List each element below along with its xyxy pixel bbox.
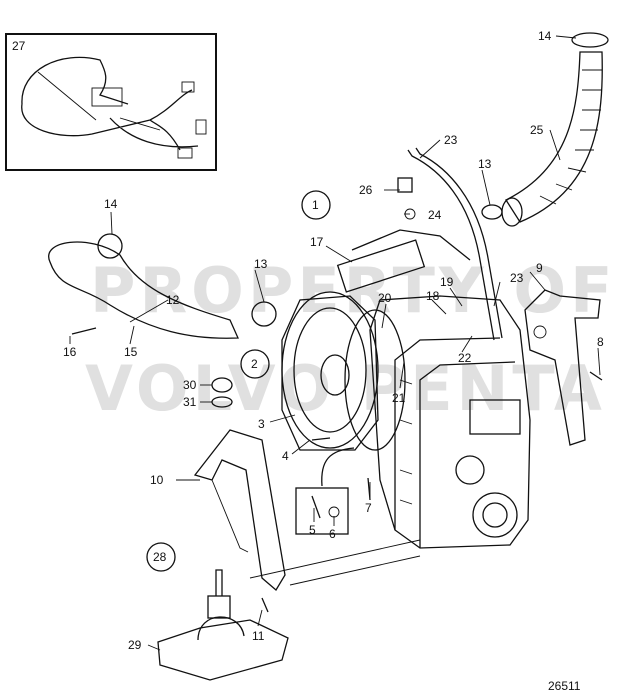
callout-29: 29 [128, 638, 142, 652]
callout-18: 18 [426, 289, 440, 303]
callout-26: 26 [359, 183, 373, 197]
callout-3: 3 [258, 417, 265, 431]
group-label-28: 28 [153, 550, 167, 564]
callout-24: 24 [428, 208, 442, 222]
callout-23-top: 23 [444, 133, 458, 147]
watermark-line-2: VOLVO PENTA [85, 352, 606, 425]
group-labels: 1 2 28 [146, 190, 331, 572]
callout-9: 9 [536, 261, 543, 275]
callout-14-left: 14 [104, 197, 118, 211]
callout-15: 15 [124, 345, 138, 359]
group-label-2: 2 [251, 357, 258, 371]
watermark: PROPERTY OF VOLVO PENTA [85, 254, 612, 425]
group-circle-1 [301, 190, 331, 220]
callout-22: 22 [458, 351, 472, 365]
callout-10: 10 [150, 473, 164, 487]
callout-11: 11 [252, 629, 265, 643]
callout-7: 7 [365, 501, 372, 515]
group-circle-2 [240, 349, 270, 379]
callout-20: 20 [378, 291, 392, 305]
callout-19: 19 [440, 275, 454, 289]
gearbox-assembly [48, 32, 609, 681]
callout-21: 21 [392, 391, 406, 405]
part-callouts: 3 4 5 6 7 8 9 10 11 12 13 13 14 14 15 16… [63, 29, 604, 652]
callout-12: 12 [166, 293, 180, 307]
callout-13-left: 13 [254, 257, 268, 271]
group-circle-28 [146, 542, 176, 572]
callout-23-right: 23 [510, 271, 524, 285]
diagram-number: 26511 [548, 679, 581, 693]
inset-label: 27 [12, 39, 26, 53]
callout-5: 5 [309, 523, 316, 537]
callout-16: 16 [63, 345, 77, 359]
callout-31: 31 [183, 395, 197, 409]
inset-wiring-harness [5, 33, 217, 171]
callout-17: 17 [310, 235, 324, 249]
group-label-1: 1 [312, 198, 319, 212]
leader-lines [69, 35, 601, 651]
callout-8: 8 [597, 335, 604, 349]
callout-4: 4 [282, 449, 289, 463]
callout-14-top: 14 [538, 29, 552, 43]
callout-13-right: 13 [478, 157, 492, 171]
callout-6: 6 [329, 527, 336, 541]
callout-25: 25 [530, 123, 544, 137]
callout-30: 30 [183, 378, 197, 392]
